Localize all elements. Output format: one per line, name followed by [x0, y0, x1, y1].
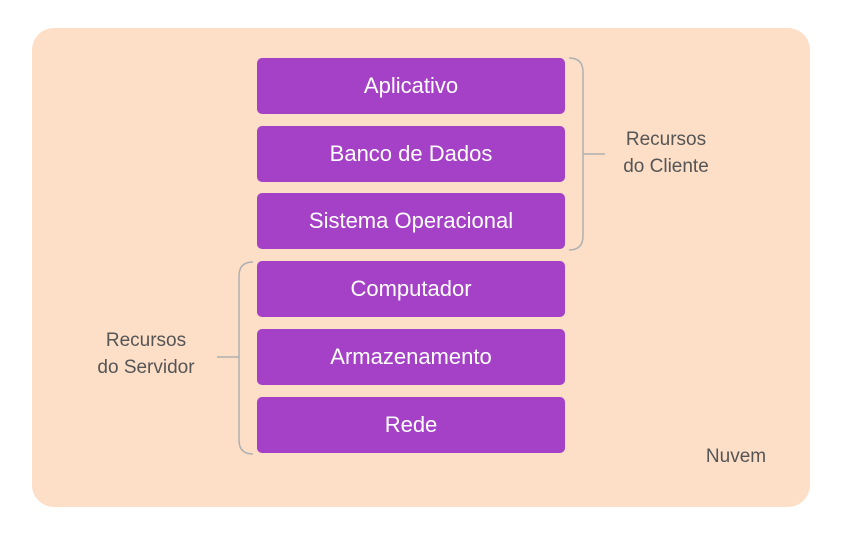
layer-label: Sistema Operacional — [308, 208, 514, 233]
client-label-line1: Recursos — [625, 129, 707, 150]
layer-banco-de-dados: Banco de Dados — [257, 126, 565, 182]
cloud-label: Nuvem — [705, 446, 767, 467]
layer-label: Banco de Dados — [329, 141, 493, 166]
layer-armazenamento: Armazenamento — [257, 329, 565, 385]
layer-computador: Computador — [257, 261, 565, 317]
layer-label: Computador — [350, 276, 472, 301]
server-resources-label: Recursos do Servidor — [82, 327, 210, 381]
layer-aplicativo: Aplicativo — [257, 58, 565, 114]
client-label-line2: do Cliente — [623, 156, 709, 177]
layer-sistema-operacional: Sistema Operacional — [257, 193, 565, 249]
layer-label: Rede — [384, 412, 438, 437]
layer-label: Armazenamento — [330, 344, 492, 369]
layer-label: Aplicativo — [363, 73, 459, 98]
layer-rede: Rede — [257, 397, 565, 453]
client-bracket — [568, 57, 605, 251]
server-bracket — [217, 261, 254, 455]
server-label-line1: Recursos — [105, 330, 187, 351]
client-resources-label: Recursos do Cliente — [606, 126, 726, 180]
server-label-line2: do Servidor — [97, 357, 195, 378]
